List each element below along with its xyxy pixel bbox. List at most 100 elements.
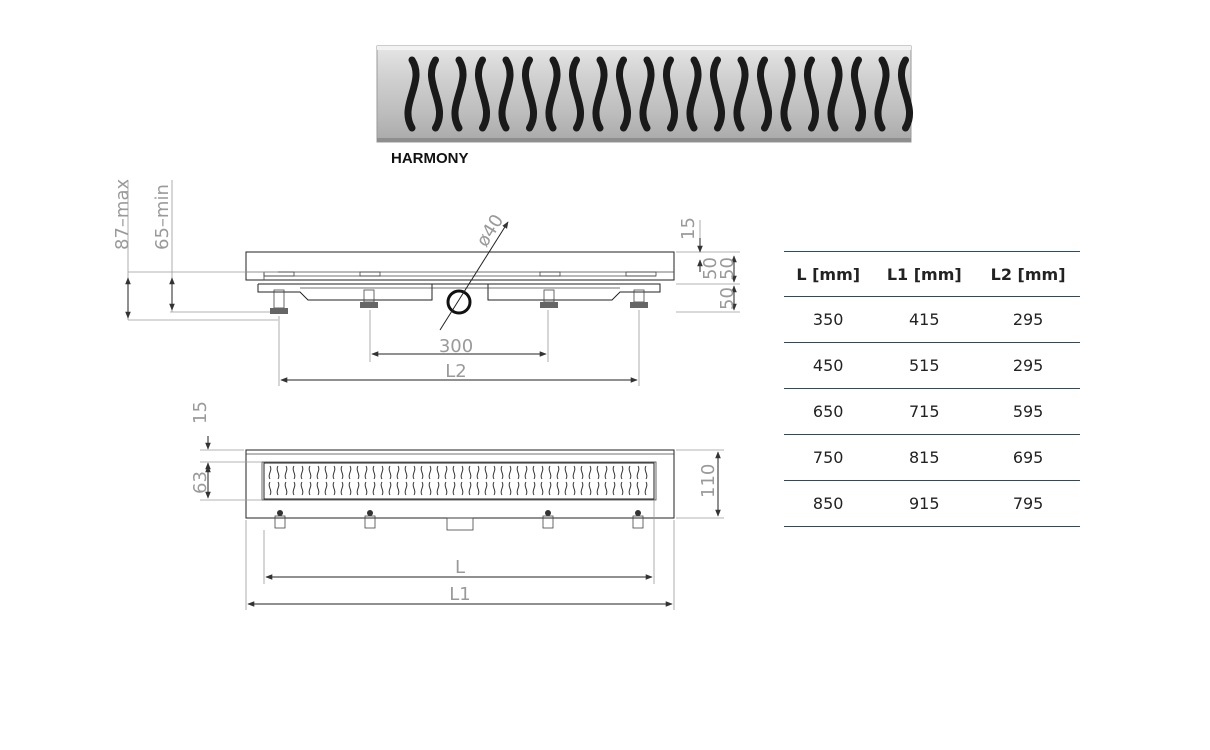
grate-slot xyxy=(500,465,504,480)
grate-slot xyxy=(300,481,304,496)
grate-slot xyxy=(508,481,512,496)
grate-slot xyxy=(564,465,568,480)
grate-slot xyxy=(372,481,376,496)
grate-slot xyxy=(412,481,416,496)
cell-l1: 815 xyxy=(872,434,977,481)
grate-slot xyxy=(452,481,456,496)
grate-slot xyxy=(662,56,679,132)
grate-slot xyxy=(324,465,328,480)
table-row: 650 715 595 xyxy=(784,388,1080,435)
grate-slot xyxy=(372,465,376,480)
grate-slot xyxy=(356,481,360,496)
grate-slot xyxy=(284,481,288,496)
grate-slot xyxy=(588,465,592,480)
dim-outlet-spacing: 300 xyxy=(439,336,473,357)
grate-slot xyxy=(292,465,296,480)
grate-slot xyxy=(545,56,561,132)
dim-right-mid: 50 xyxy=(717,257,738,280)
grate-slot xyxy=(468,481,472,496)
grate-slot xyxy=(451,56,467,132)
grate-slot xyxy=(428,465,432,480)
grate-slot xyxy=(284,465,288,480)
side-view: 87–max 65–min ø40 15 50 50 50 300 L2 xyxy=(112,179,740,386)
grate-slot xyxy=(498,56,514,132)
grate-slot xyxy=(612,481,616,496)
grate-slot xyxy=(468,465,472,480)
grate-slot xyxy=(524,465,528,480)
grate-slot xyxy=(276,481,280,496)
grate-slot xyxy=(308,481,312,496)
grate-slot xyxy=(532,481,536,496)
grate-slot xyxy=(388,481,392,496)
grate-slot xyxy=(709,56,726,132)
grate-slot xyxy=(604,465,608,480)
grate-slot xyxy=(364,465,368,480)
grate-slot xyxy=(316,465,320,480)
col-header-l2: L2 [mm] xyxy=(976,251,1080,297)
cell-l: 450 xyxy=(784,342,873,389)
grate-slot xyxy=(874,56,890,132)
grate-slot xyxy=(628,481,632,496)
col-header-l1: L1 [mm] xyxy=(872,251,977,297)
grate-slot xyxy=(460,465,464,480)
grate-slot xyxy=(508,465,512,480)
grate-slot xyxy=(268,481,272,496)
grate-slot xyxy=(316,481,320,496)
dim-right-lower: 50 xyxy=(717,287,738,310)
grate-slot xyxy=(332,481,336,496)
grate-slot xyxy=(420,465,424,480)
grate-slot xyxy=(364,481,368,496)
cell-l: 850 xyxy=(784,480,873,527)
dim-grate-width: 63 xyxy=(190,471,211,494)
grate-slot xyxy=(476,481,480,496)
product-name: HARMONY xyxy=(391,150,469,167)
grate-slot xyxy=(516,481,520,496)
grate-slot xyxy=(733,56,749,132)
mount-brackets xyxy=(274,510,644,531)
grate-slot xyxy=(644,465,648,480)
grate-slot xyxy=(572,481,576,496)
grate-slot xyxy=(516,465,520,480)
grate-slot xyxy=(428,481,432,496)
grate-slot xyxy=(639,56,655,132)
dim-min-height: 65–min xyxy=(152,184,173,250)
grate-slot xyxy=(396,465,400,480)
grate-slot xyxy=(420,481,424,496)
table-row: 750 815 695 xyxy=(784,434,1080,481)
grate-slot xyxy=(524,481,528,496)
grate-slot xyxy=(596,481,600,496)
grate-slot xyxy=(564,481,568,496)
grate-slot xyxy=(476,465,480,480)
grate-slot xyxy=(686,56,702,132)
grate-slot xyxy=(348,465,352,480)
cell-l: 650 xyxy=(784,388,873,435)
grate-slot xyxy=(380,481,384,496)
dim-top-thickness: 15 xyxy=(678,217,699,240)
grate-slot xyxy=(388,465,392,480)
grate-slot xyxy=(460,481,464,496)
dim-length-l2: L2 xyxy=(445,361,466,382)
grate-slot xyxy=(548,481,552,496)
cell-l2: 595 xyxy=(976,388,1080,435)
cell-l: 350 xyxy=(784,296,873,343)
grate-slot xyxy=(604,481,608,496)
grate-slot xyxy=(588,481,592,496)
grate-slot xyxy=(484,465,488,480)
grate-slot xyxy=(580,465,584,480)
grate-slot xyxy=(850,56,867,132)
grate-slot xyxy=(340,465,344,480)
grate-slot xyxy=(612,465,616,480)
grate-slot xyxy=(500,481,504,496)
grate-slot xyxy=(268,465,272,480)
grate-slot xyxy=(644,481,648,496)
dim-max-height: 87–max xyxy=(112,179,133,250)
grate-slot xyxy=(540,481,544,496)
dim-length-l: L xyxy=(455,557,465,578)
grate-slot xyxy=(412,465,416,480)
cell-l1: 715 xyxy=(872,388,977,435)
grate-slot xyxy=(492,465,496,480)
grate-slot xyxy=(348,481,352,496)
grate-slot xyxy=(308,465,312,480)
dimensions-table: L [mm] L1 [mm] L2 [mm] 350 415 295 450 5… xyxy=(784,251,1080,527)
grate-slot xyxy=(827,56,843,132)
